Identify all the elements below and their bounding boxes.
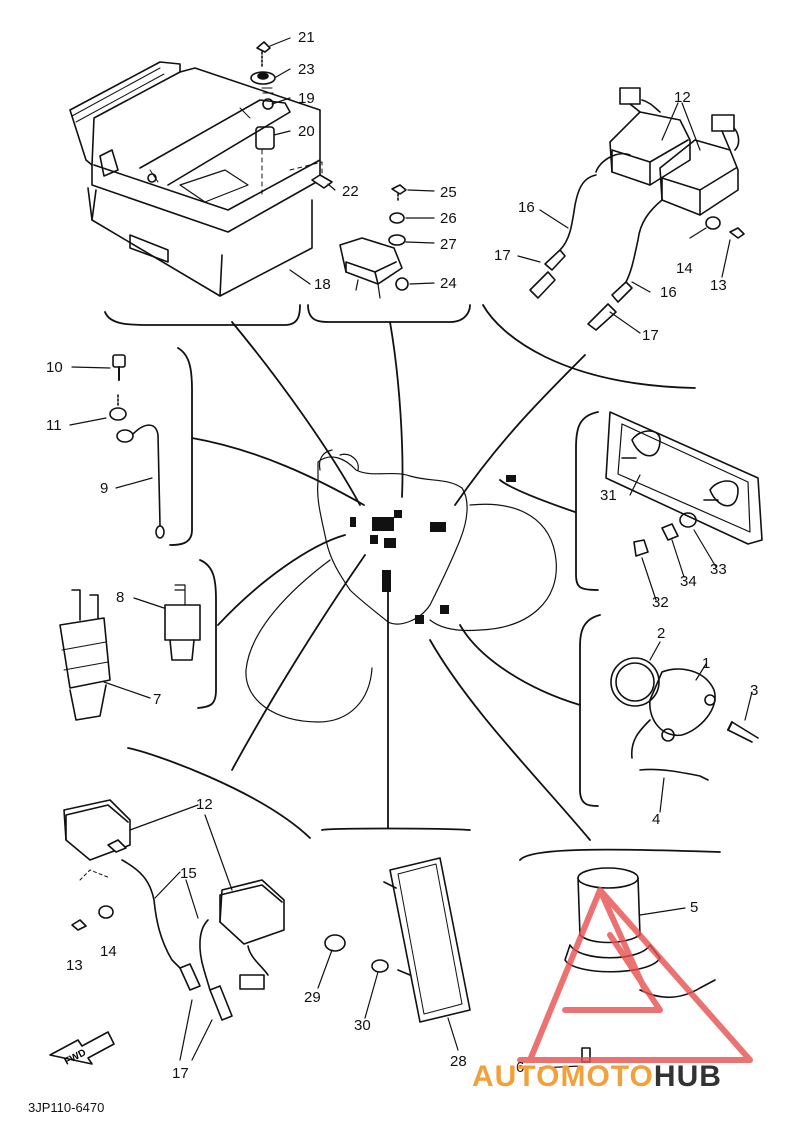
callout-27: 27: [440, 236, 457, 253]
lamp-assembly: [605, 411, 763, 557]
ground-lead-assembly: [109, 354, 165, 539]
callout-29: 29: [304, 989, 321, 1006]
callout-34: 34: [680, 573, 697, 590]
diagram-part-code: 3JP110-6470: [28, 1100, 105, 1115]
callout-21: 21: [298, 29, 315, 46]
label-leaders: [69, 37, 753, 1069]
sensor-assembly: [610, 657, 759, 781]
callout-23: 23: [298, 61, 315, 78]
callout-31: 31: [600, 487, 617, 504]
cdi-unit-assembly: [69, 41, 333, 297]
watermark-part-3: HUB: [653, 1060, 722, 1093]
callout-16-top-right: 16: [660, 284, 677, 301]
ignition-coils-top: [529, 87, 745, 331]
watermark-logo: [517, 887, 753, 1063]
callout-10: 10: [46, 359, 63, 376]
motorcycle-silhouette: [245, 449, 557, 723]
callout-17-bottom: 17: [172, 1065, 189, 1082]
fuel-sender-assembly: [564, 867, 716, 1063]
callout-22: 22: [342, 183, 359, 200]
callout-5: 5: [690, 899, 699, 916]
callout-6: 6: [516, 1059, 525, 1076]
callout-2: 2: [657, 625, 666, 642]
callout-33: 33: [710, 561, 727, 578]
callout-8: 8: [116, 589, 125, 606]
watermark-part-1: AUTO: [472, 1060, 561, 1093]
callout-7: 7: [153, 691, 162, 708]
callout-11: 11: [46, 417, 62, 434]
callout-15: 15: [180, 865, 197, 882]
callout-13-bottom: 13: [66, 957, 83, 974]
watermark-text: AUTOMOTOHUB: [472, 1060, 722, 1094]
callout-9: 9: [100, 480, 109, 497]
callout-16-top-left: 16: [518, 199, 535, 216]
callout-17-top-left: 17: [494, 247, 511, 264]
callout-26: 26: [440, 210, 457, 227]
regulator-assembly: [339, 184, 409, 299]
callout-24: 24: [440, 275, 457, 292]
switch-assembly: [59, 584, 201, 721]
callout-17-top-right: 17: [642, 327, 659, 344]
callout-13-top: 13: [710, 277, 727, 294]
watermark-part-2: MOTO: [560, 1060, 654, 1093]
callout-25: 25: [440, 184, 457, 201]
ignition-coils-bottom: [63, 799, 285, 1021]
callout-32: 32: [652, 594, 669, 611]
callout-1: 1: [702, 655, 711, 672]
callout-14-top: 14: [676, 260, 693, 277]
connector-markers: [350, 475, 516, 624]
callout-28: 28: [450, 1053, 467, 1070]
callout-19: 19: [298, 90, 315, 107]
callout-4: 4: [652, 811, 661, 828]
callout-12-bottom: 12: [196, 796, 213, 813]
callout-14-bottom: 14: [100, 943, 117, 960]
reflector-assembly: [324, 857, 471, 1023]
callout-30: 30: [354, 1017, 371, 1034]
callout-12-top: 12: [674, 89, 691, 106]
callout-18: 18: [314, 276, 331, 293]
group-brackets: [104, 304, 721, 861]
leader-lines: [191, 321, 591, 841]
callout-3: 3: [750, 682, 759, 699]
callout-20: 20: [298, 123, 315, 140]
fwd-arrow-icon: [49, 1031, 115, 1065]
